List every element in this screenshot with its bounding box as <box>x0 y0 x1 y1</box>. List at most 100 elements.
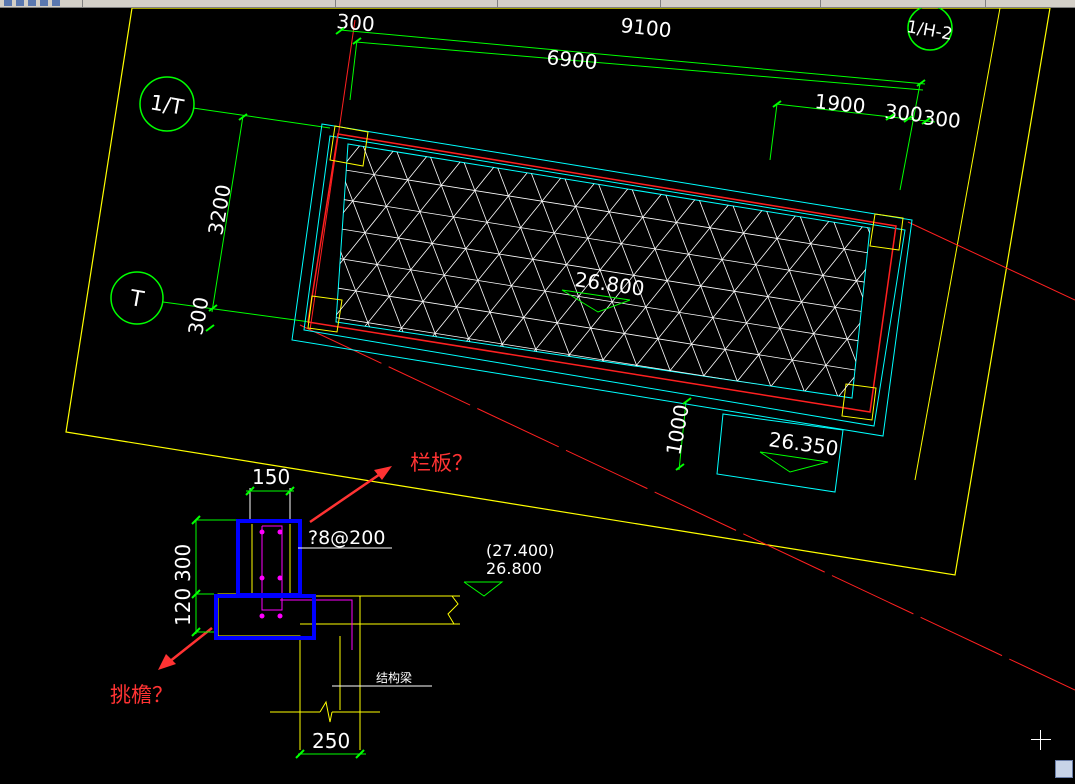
slab-red-outline <box>307 133 897 413</box>
hatch-line <box>336 144 870 151</box>
hatch-line <box>1034 86 1075 625</box>
cad-drawing-canvas[interactable]: 1/H-2 1/T T 26.800 26.350 300 9100 6900 … <box>0 5 1075 780</box>
dim-text: 300 <box>183 295 213 337</box>
grid-line <box>339 29 926 85</box>
hatch-line <box>26 8 233 465</box>
toolbar-icon[interactable] <box>52 0 60 6</box>
toolbar-separator <box>820 0 821 7</box>
hatch-line <box>94 8 301 476</box>
dim-ticks <box>205 27 931 471</box>
hatch-line <box>787 144 870 398</box>
hatch-line <box>336 144 648 398</box>
grid-bubble <box>139 76 195 132</box>
hatch-line <box>933 70 1075 609</box>
dim-text: 300 <box>171 544 195 582</box>
hatch-line <box>619 144 870 398</box>
dim-text: 1000 <box>661 403 693 457</box>
dim-text: 300 <box>336 9 376 36</box>
hatch-line <box>1000 80 1075 619</box>
hatch-line <box>585 144 870 398</box>
hatch-line <box>686 144 870 398</box>
hatch-line <box>831 144 870 398</box>
slab-level-label: 26.800 <box>573 267 646 301</box>
hatch-line <box>518 144 870 398</box>
hatch-line <box>418 144 782 398</box>
grid-line <box>899 83 921 191</box>
toolbar-separator <box>335 0 336 7</box>
section-rebar <box>261 525 283 611</box>
toolbar-icon[interactable] <box>4 0 12 6</box>
corner-column <box>869 213 904 251</box>
toolbar-icon[interactable] <box>16 0 24 6</box>
grid-line <box>349 39 358 101</box>
hatch-line <box>336 144 369 398</box>
toolbar-icon[interactable] <box>28 0 36 6</box>
section-level-paren: (27.400) <box>486 541 554 560</box>
grid-line <box>162 301 311 323</box>
navigation-cube-button[interactable] <box>1055 760 1073 778</box>
hatch-line <box>888 120 1075 569</box>
slab-inner-outline <box>303 135 906 427</box>
dim-text: 300 <box>883 99 923 127</box>
hatch-line <box>720 144 870 398</box>
hatch-line <box>336 144 682 398</box>
red-line <box>907 221 1075 301</box>
level-marker <box>561 289 631 313</box>
red-line <box>309 19 356 331</box>
hatch-line <box>336 144 536 398</box>
hatch-line <box>336 144 480 398</box>
grid-line <box>211 115 244 313</box>
hatch-line <box>900 64 1075 603</box>
hatch-line <box>956 131 1075 580</box>
corner-column <box>841 383 877 421</box>
hatch-line <box>820 144 870 398</box>
grid-line <box>192 107 331 129</box>
step-level-label: 26.350 <box>767 427 840 461</box>
corner-column <box>307 295 343 333</box>
railing-highlight-box <box>236 519 302 597</box>
eave-arrowhead <box>158 654 176 670</box>
hatch-line <box>485 144 850 398</box>
toolbar-separator <box>985 0 986 7</box>
eave-question-label: 挑檐？ <box>110 683 173 707</box>
hatch-line <box>336 144 870 180</box>
hatch-line <box>0 8 312 420</box>
railing-arrowhead <box>374 466 392 480</box>
hatch-line <box>336 302 870 398</box>
hatch-line <box>384 144 749 398</box>
grid-label-left-upper: 1/T <box>148 90 185 119</box>
hatch-line <box>922 125 1075 574</box>
rebar-spec-label: ?8@200 <box>308 527 385 549</box>
dim-text: 150 <box>252 465 290 489</box>
hatch-line <box>336 144 503 398</box>
section-level-label: 26.800 <box>486 559 542 578</box>
cursor-crosshair <box>1031 730 1051 750</box>
toolbar-icon[interactable] <box>40 0 48 6</box>
slab-outer-outline <box>291 123 913 437</box>
hatch-line <box>336 144 447 398</box>
section-level-marker <box>463 581 504 597</box>
hatch-line <box>350 144 715 398</box>
grid-bubble <box>110 271 164 325</box>
red-line <box>299 324 1075 691</box>
section-rebar <box>280 599 353 650</box>
eave-arrow <box>163 627 213 667</box>
hatch-line <box>0 8 278 415</box>
hatch-line <box>0 8 200 460</box>
outline-line <box>914 7 1001 481</box>
eave-highlight-box <box>214 594 316 640</box>
hatch-line <box>653 144 870 398</box>
rebar-dots <box>259 529 283 619</box>
hatch-line <box>552 144 870 398</box>
section-dim-ticks <box>191 486 365 759</box>
hatch-line <box>798 144 870 398</box>
hatch-line <box>336 144 581 398</box>
dim-text: 120 <box>171 588 195 626</box>
hatch-line <box>336 144 615 398</box>
hatch-line <box>336 144 402 398</box>
toolbar-separator <box>82 0 83 7</box>
toolbar-separator <box>660 0 661 7</box>
dim-text: 3200 <box>203 183 235 237</box>
grid-label-left-lower: T <box>127 286 146 313</box>
hatch-line <box>462 144 671 398</box>
